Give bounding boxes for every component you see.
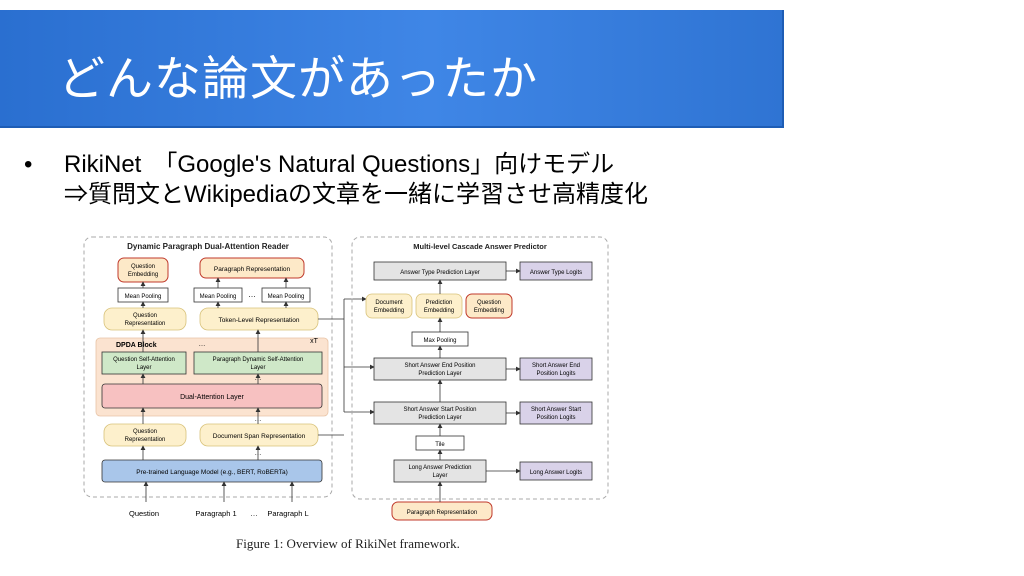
question-self-attention-label-1: Question Self-Attention [113,357,175,363]
long-answer-logits-label: Long Answer Logits [530,470,582,476]
long-answer-prediction-layer-label-2: Layer [432,473,447,479]
input-question: Question [129,509,159,518]
short-answer-start-logits-label-2: Position Logits [536,415,575,421]
question-embedding-right-label-2: Embedding [474,308,504,314]
dpda-block-label: DPDA Block [116,342,157,349]
mean-pooling-p1-label: Mean Pooling [200,294,237,300]
question-embedding-right-label-1: Question [477,300,501,306]
max-pooling-label: Max Pooling [423,338,456,344]
question-embedding-label-1: Question [131,264,155,270]
pretrained-language-model [101,459,323,483]
short-answer-end-layer-label-1: Short Answer End Position [404,363,475,369]
document-embedding [365,293,413,319]
short-answer-start-layer-label-1: Short Answer Start Position [403,407,476,413]
rikinet-diagram: Dynamic Paragraph Dual-Attention Reader … [83,236,609,521]
paragraph-dynamic-self-attention-label-2: Layer [250,365,265,371]
question-self-attention-label-2: Layer [136,365,151,371]
bullet-dot: • [24,151,33,178]
prediction-embedding-label-1: Prediction [426,300,453,306]
mean-pooling-pl-label: Mean Pooling [268,294,305,300]
prediction-embedding-label-2: Embedding [424,308,454,314]
short-answer-end-logits-label-2: Position Logits [536,371,575,377]
title-bar: どんな論文があったか [0,10,784,128]
right-panel [351,236,609,500]
question-embedding-right [465,293,513,319]
answer-type-prediction-layer-label: Answer Type Prediction Layer [400,270,480,276]
right-panel-title: Multi-level Cascade Answer Predictor [413,242,547,251]
paragraph-dynamic-self-attention-label-1: Paragraph Dynamic Self-Attention [213,357,304,363]
tile-label: Tile [435,442,445,448]
answer-type-logits-label: Answer Type Logits [530,270,582,276]
slide-title: どんな論文があったか [58,52,538,107]
question-representation-bottom-label-2: Representation [125,437,166,443]
pretrained-language-model-label: Pre-trained Language Model (e.g., BERT, … [136,469,288,476]
paragraph-representation-right-label: Paragraph Representation [407,510,477,516]
input-paragraph-1: Paragraph 1 [195,509,236,518]
paragraph-representation-node [199,257,305,279]
document-embedding-label-2: Embedding [374,308,404,314]
left-panel-title: Dynamic Paragraph Dual-Attention Reader [127,242,289,251]
input-paragraph-l: Paragraph L [267,509,308,518]
dual-attention-layer-label: Dual-Attention Layer [180,394,244,401]
long-answer-prediction-layer-label-1: Long Answer Prediction [408,465,471,471]
dpda-repeat-label: xT [310,338,319,345]
figure-caption: Figure 1: Overview of RikiNet framework. [236,536,460,551]
prediction-embedding [415,293,463,319]
paragraph-representation-label: Paragraph Representation [214,266,291,273]
bullet-item: • RikiNet 「Google's Natural Questions」向けモ… [24,150,648,180]
mean-pooling-ellipsis: … [248,290,256,299]
bullet-text-line1: RikiNet 「Google's Natural Questions」向けモデ… [64,151,615,178]
short-answer-start-logits-label-1: Short Answer Start [531,407,581,413]
dual-attention-layer [101,383,323,409]
short-answer-end-layer-label-2: Prediction Layer [418,371,461,377]
dpda-ellipsis-top: … [199,341,206,348]
rikinet-figure: Dynamic Paragraph Dual-Attention Reader … [82,234,612,538]
left-panel [83,236,333,498]
question-representation-bottom-label-1: Question [133,429,157,435]
question-representation-top-label-2: Representation [125,321,166,327]
document-span-representation-label: Document Span Representation [213,433,306,440]
question-embedding-node [117,257,169,283]
token-level-representation-label: Token-Level Representation [219,317,300,324]
short-answer-end-logits-label-1: Short Answer End [532,363,580,369]
short-answer-start-layer-label-2: Prediction Layer [418,415,461,421]
input-ellipsis: … [250,509,258,518]
question-representation-top-label-1: Question [133,313,157,319]
document-embedding-label-1: Document [375,300,403,306]
bullet-list: • RikiNet 「Google's Natural Questions」向けモ… [24,150,648,210]
mean-pooling-question-label: Mean Pooling [125,294,162,300]
bullet-text-line2: ⇒質問文とWikipediaの文章を一緒に学習させ高精度化 [64,181,649,208]
paragraph-representation-right [391,501,493,521]
question-embedding-label-2: Embedding [128,272,158,278]
